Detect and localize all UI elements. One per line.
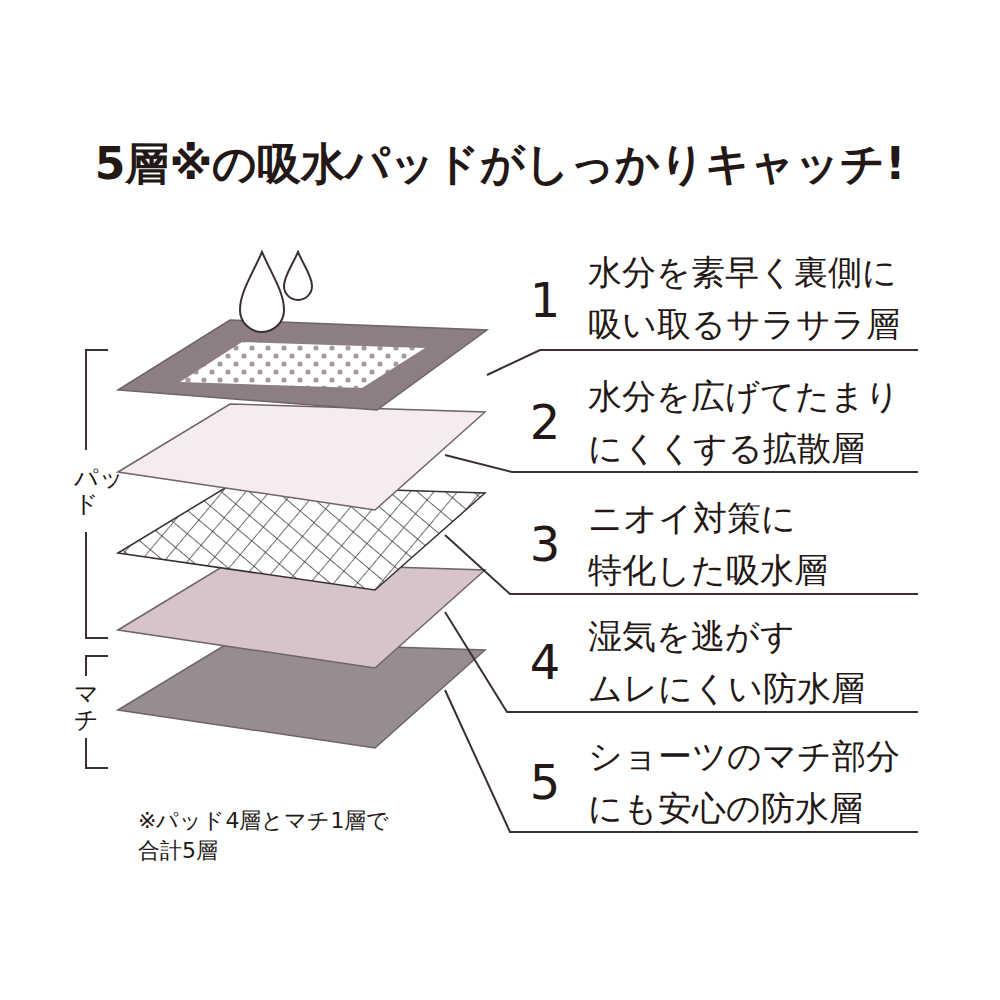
bracket-label: マチ [74, 681, 98, 734]
callout-number: 4 [520, 638, 570, 686]
dotted-surface [180, 342, 425, 388]
layer-2 [118, 404, 485, 510]
layer-description: 湿気を逃がす ムレにくい防水層 [588, 610, 962, 714]
layer-description: ショーツのマチ部分 にも安心の防水層 [588, 730, 962, 834]
title: 5層※の吸水パッドがしっかりキャッチ! [0, 138, 1000, 191]
layer-description: 水分を広げてたまり にくくする拡散層 [588, 370, 962, 474]
layer-3 [118, 485, 485, 590]
callout-number: 3 [520, 520, 570, 568]
bracket-label: パッド [74, 465, 98, 518]
layer-1 [118, 320, 487, 410]
water-drop [240, 252, 284, 332]
footnote: ※パッド4層とマチ1層で 合計5層 [138, 806, 446, 866]
callout-number: 5 [520, 758, 570, 806]
layer-description: 水分を素早く裏側に 吸い取るサラサラ層 [588, 246, 962, 350]
callout-number: 1 [520, 276, 570, 324]
water-drop [284, 252, 312, 300]
layer-description: ニオイ対策に 特化した吸水層 [588, 492, 962, 596]
callout-number: 2 [520, 398, 570, 446]
layer-5 [118, 642, 485, 748]
